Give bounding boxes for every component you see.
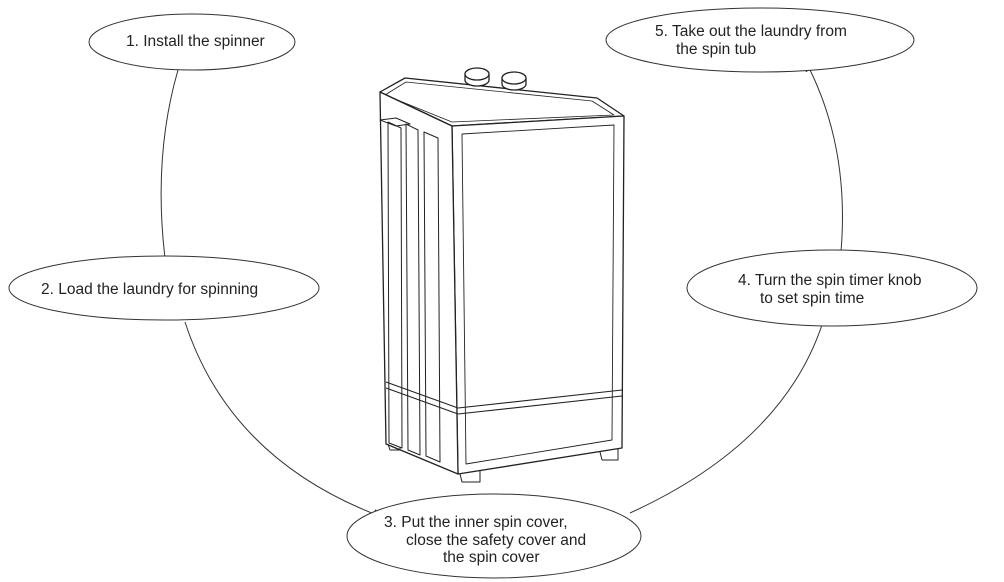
flow-arrows xyxy=(159,61,843,519)
step-4-line-2: to set spin time xyxy=(760,290,864,307)
step-3-line-2: close the safety cover and xyxy=(406,532,586,549)
step-1-bubble xyxy=(88,13,296,71)
arrow-step4-to-step5 xyxy=(805,61,843,263)
arrow-step3-to-step4 xyxy=(629,311,829,514)
step-5-line-2: the spin tub xyxy=(676,41,756,58)
step-1-line-1: 1. Install the spinner xyxy=(126,33,265,50)
step-2-line-1: 2. Load the laundry for spinning xyxy=(41,281,258,298)
step-4-bubble xyxy=(686,249,978,327)
spin-dryer-illustration xyxy=(379,67,625,483)
step-labels: 1. Install the spinner 2. Load the laund… xyxy=(41,23,922,566)
timer-knobs xyxy=(464,67,527,91)
arrow-step1-to-step2 xyxy=(159,69,179,267)
step-4-line-1: 4. Turn the spin timer knob xyxy=(738,272,922,289)
step-3-line-1: 3. Put the inner spin cover, xyxy=(384,514,568,531)
step-5-bubble xyxy=(605,7,915,73)
step-3-line-3: the spin cover xyxy=(443,549,540,566)
step-bubbles xyxy=(8,7,978,579)
arrow-step2-to-step3 xyxy=(184,321,383,519)
step-3-bubble xyxy=(346,493,642,579)
step-5-line-1: 5. Take out the laundry from xyxy=(655,23,847,40)
step-2-bubble xyxy=(8,255,320,321)
